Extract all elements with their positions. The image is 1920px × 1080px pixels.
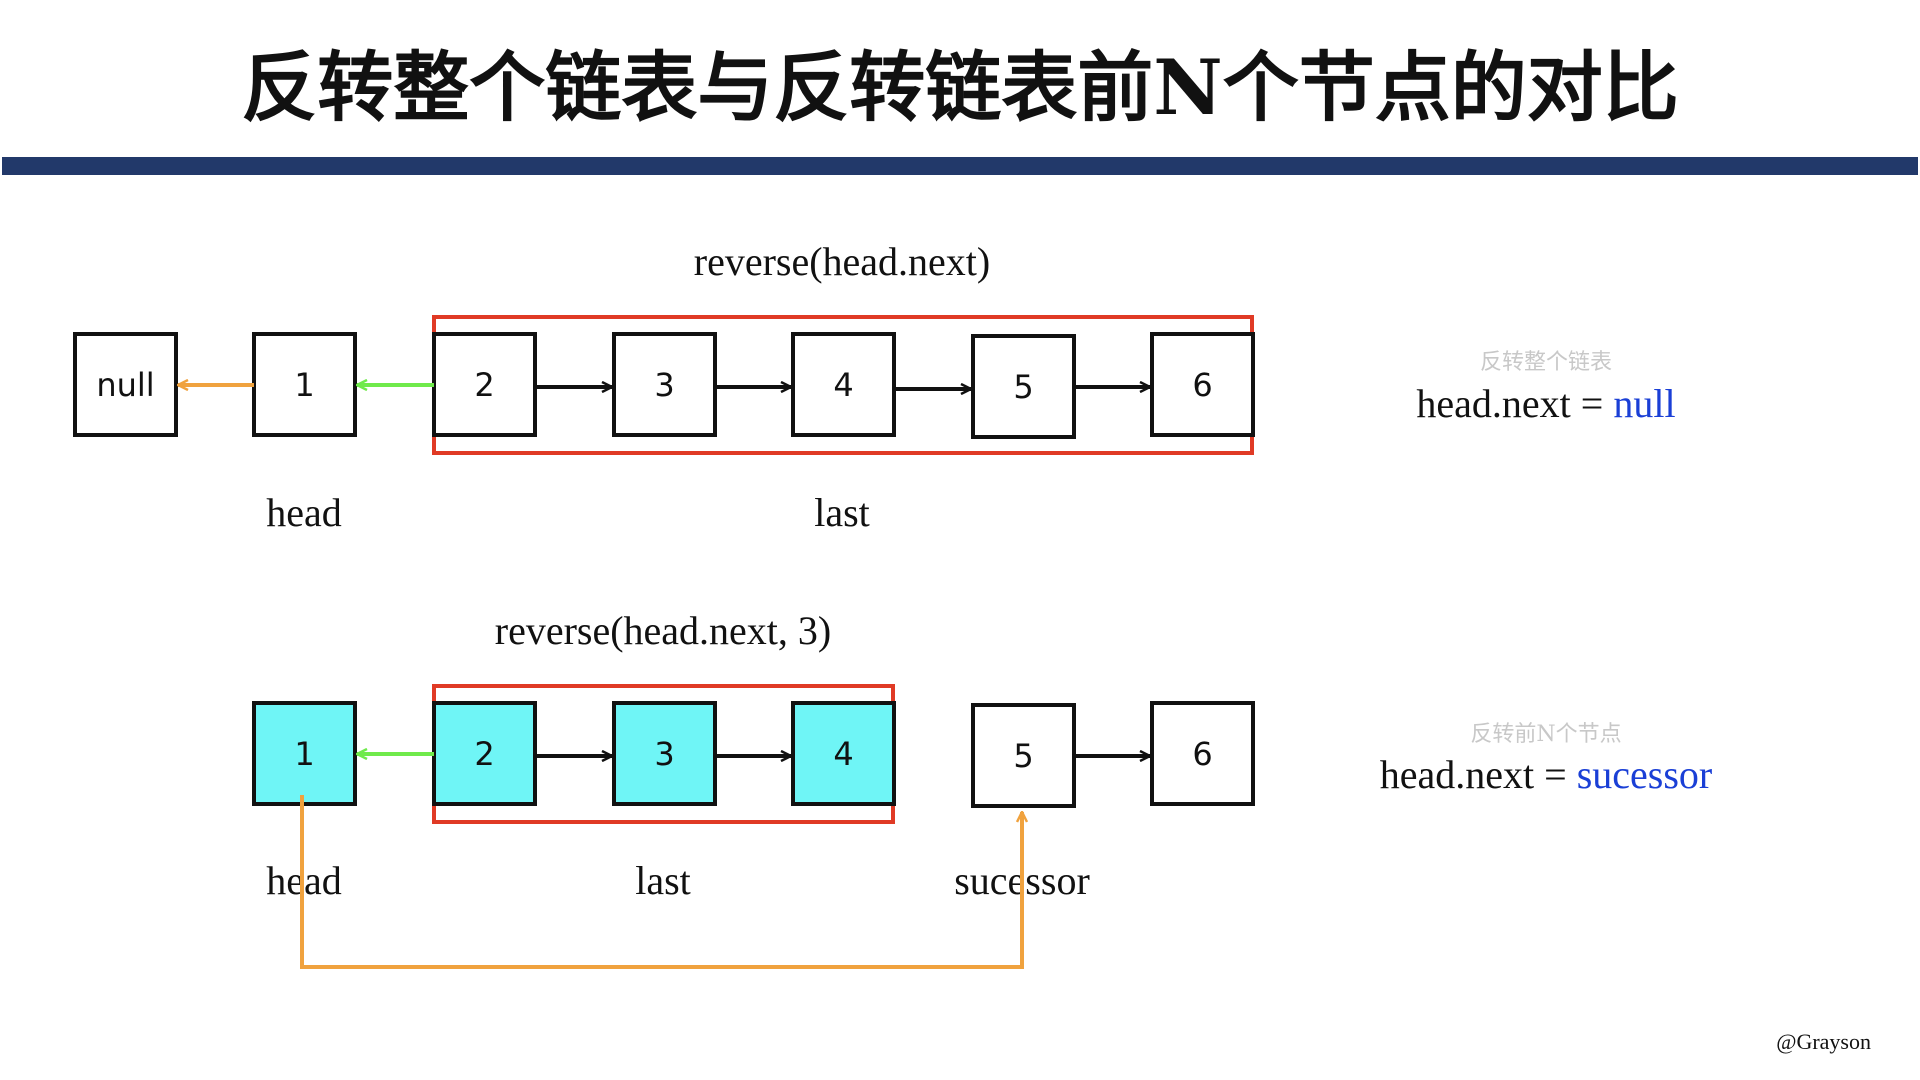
top-head-label: head bbox=[266, 490, 342, 535]
top-node-4: 4 bbox=[791, 332, 896, 437]
bottom-note-caption: 反转前N个节点 bbox=[1470, 722, 1621, 747]
bottom-call-label: reverse(head.next, 3) bbox=[495, 608, 831, 653]
bottom-node-5-text: 5 bbox=[1013, 737, 1033, 775]
top-note-lhs: head.next = bbox=[1416, 381, 1613, 426]
top-node-6-text: 6 bbox=[1192, 366, 1212, 404]
bottom-node-2: 2 bbox=[432, 701, 537, 806]
top-node-2-text: 2 bbox=[474, 366, 494, 404]
top-node-5-text: 5 bbox=[1013, 368, 1033, 406]
page-title: 反转整个链表与反转链表前N个节点的对比 bbox=[241, 43, 1679, 132]
top-node-2: 2 bbox=[432, 332, 537, 437]
top-node-null: null bbox=[73, 332, 178, 437]
top-node-3-text: 3 bbox=[654, 366, 674, 404]
top-node-4-text: 4 bbox=[833, 366, 853, 404]
bottom-last-label: last bbox=[635, 858, 691, 903]
top-node-5: 5 bbox=[971, 334, 1076, 439]
bottom-node-5: 5 bbox=[971, 703, 1076, 808]
bottom-node-3-text: 3 bbox=[654, 735, 674, 773]
bottom-node-4-text: 4 bbox=[833, 735, 853, 773]
top-node-1-text: 1 bbox=[294, 366, 314, 404]
top-node-1: 1 bbox=[252, 332, 357, 437]
bottom-note-value: sucessor bbox=[1577, 752, 1713, 797]
bottom-arrow-1-to-successor bbox=[300, 795, 1022, 969]
top-note-caption: 反转整个链表 bbox=[1480, 350, 1612, 375]
title-rule bbox=[2, 157, 1918, 175]
top-node-null-text: null bbox=[96, 366, 154, 404]
bottom-node-4: 4 bbox=[791, 701, 896, 806]
top-node-3: 3 bbox=[612, 332, 717, 437]
author-credit: @Grayson bbox=[1776, 1029, 1871, 1054]
top-call-label: reverse(head.next) bbox=[694, 239, 990, 284]
bottom-node-3: 3 bbox=[612, 701, 717, 806]
bottom-node-6: 6 bbox=[1150, 701, 1255, 806]
bottom-note-expression: head.next = sucessor bbox=[1380, 752, 1712, 797]
bottom-node-6-text: 6 bbox=[1192, 735, 1212, 773]
top-last-label: last bbox=[814, 490, 870, 535]
top-note-expression: head.next = null bbox=[1416, 381, 1675, 426]
top-node-6: 6 bbox=[1150, 332, 1255, 437]
bottom-node-1: 1 bbox=[252, 701, 357, 806]
bottom-node-1-text: 1 bbox=[294, 735, 314, 773]
bottom-note-lhs: head.next = bbox=[1380, 752, 1577, 797]
top-note-value: null bbox=[1613, 381, 1675, 426]
bottom-node-2-text: 2 bbox=[474, 735, 494, 773]
